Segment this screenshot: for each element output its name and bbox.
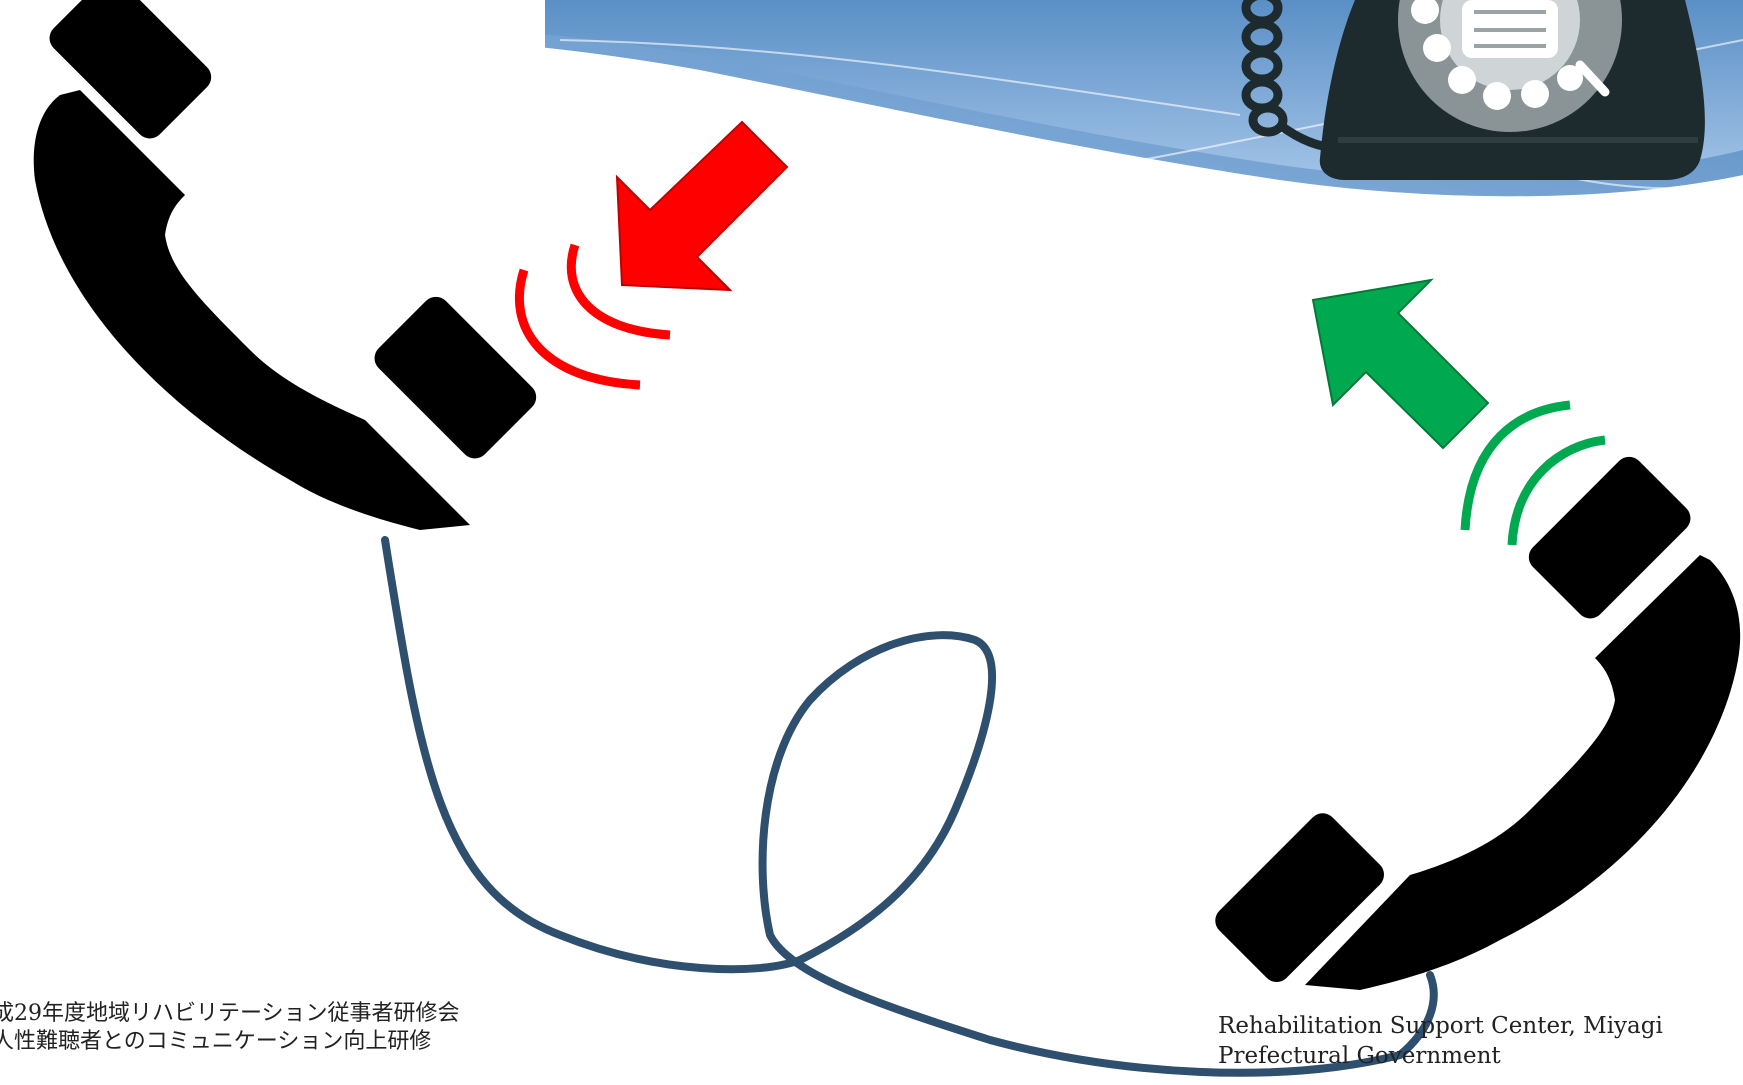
footer-organization: Rehabilitation Support Center, Miyagi Pr… [1218, 1012, 1663, 1072]
footer-org-line1: Rehabilitation Support Center, Miyagi [1218, 1013, 1663, 1039]
sound-waves-icon [515, 243, 671, 390]
footer-event-info: 成29年度地域リハビリテーション従事者研修会 人性難聴者とのコミュニケーション向… [0, 1000, 460, 1055]
sound-waves-icon [1460, 400, 1606, 546]
handset-right-icon [1215, 456, 1741, 990]
footer-course-line: 人性難聴者とのコミュニケーション向上研修 [0, 1028, 432, 1054]
red-arrow-icon [615, 120, 789, 292]
footer-event-line: 成29年度地域リハビリテーション従事者研修会 [0, 1001, 460, 1026]
handset-left-icon [33, 0, 537, 530]
rotary-phone-icon [1241, 0, 1705, 180]
footer-org-line2: Prefectural Government [1218, 1042, 1501, 1069]
phone-cord [381, 536, 1438, 1077]
green-arrow-icon [1311, 278, 1490, 450]
